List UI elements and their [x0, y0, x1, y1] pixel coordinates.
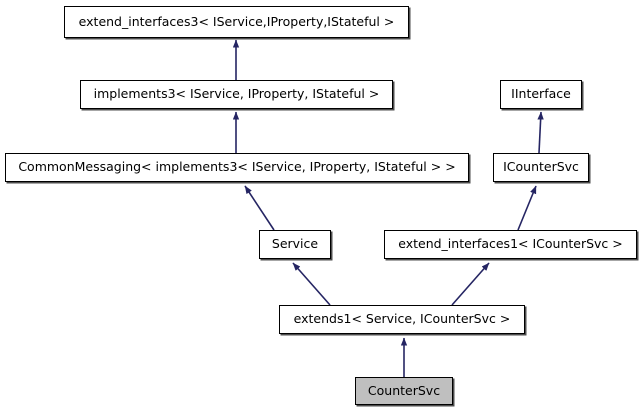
class-node-commonmessaging[interactable]: CommonMessaging< implements3< IService, …: [5, 153, 469, 182]
class-node-extend-interfaces1[interactable]: extend_interfaces1< ICounterSvc >: [384, 230, 637, 259]
class-node-label: extend_interfaces1< ICounterSvc >: [398, 236, 623, 252]
class-node-label: extends1< Service, ICounterSvc >: [293, 311, 511, 327]
class-node-label: CommonMessaging< implements3< IService, …: [18, 159, 456, 175]
edge-extends1-to-service: [292, 262, 331, 306]
class-node-extend-interfaces3[interactable]: extend_interfaces3< IService,IProperty,I…: [64, 6, 409, 38]
class-node-label: Service: [271, 236, 319, 252]
edge-extend-interfaces1-to-icountersvc: [517, 185, 537, 231]
edge-extends1-to-extend-interfaces1: [451, 262, 490, 306]
class-node-icountersvc[interactable]: ICounterSvc: [493, 153, 589, 182]
class-node-label: ICounterSvc: [503, 159, 579, 175]
class-node-label: CounterSvc: [367, 382, 441, 398]
class-node-label: implements3< IService, IProperty, IState…: [93, 86, 380, 102]
class-node-label: IInterface: [511, 86, 571, 102]
edge-icountersvc-to-iinterface: [537, 111, 544, 154]
class-node-implements3[interactable]: implements3< IService, IProperty, IState…: [80, 80, 393, 109]
class-node-label: extend_interfaces3< IService,IProperty,I…: [78, 13, 395, 29]
edge-service-to-commonmessaging: [244, 185, 275, 231]
class-node-countersvc[interactable]: CounterSvc: [355, 377, 453, 405]
class-node-service[interactable]: Service: [259, 230, 331, 259]
class-node-iinterface[interactable]: IInterface: [500, 80, 582, 109]
class-node-extends1[interactable]: extends1< Service, ICounterSvc >: [279, 305, 525, 334]
